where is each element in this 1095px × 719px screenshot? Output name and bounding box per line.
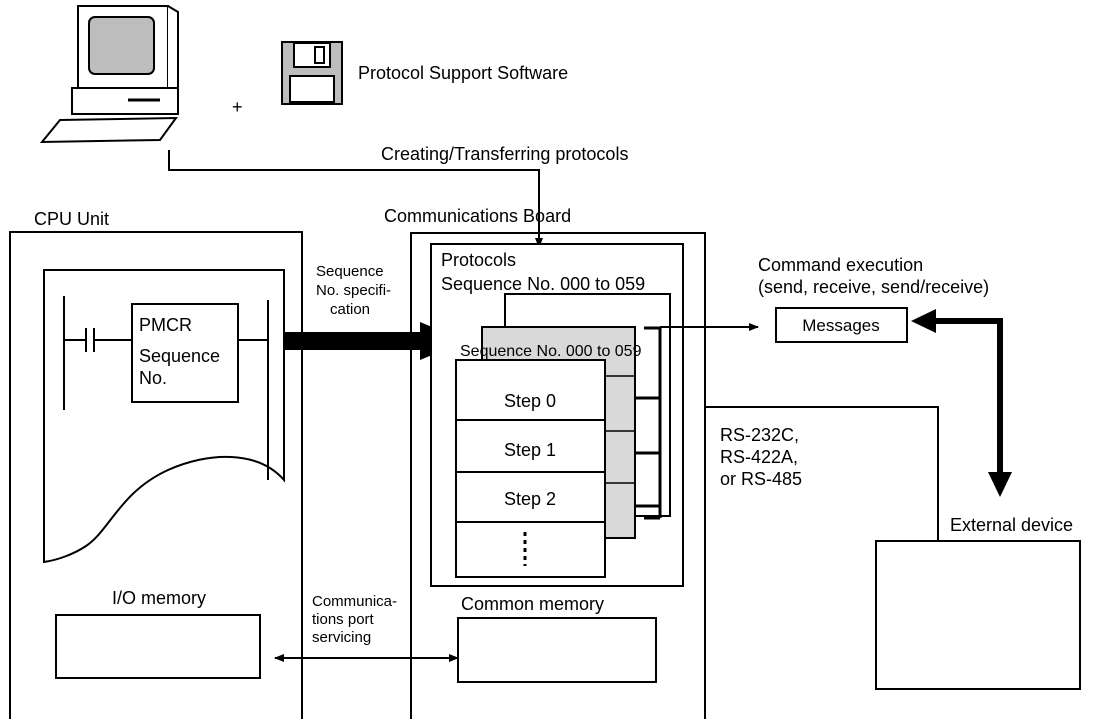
io-memory-label: I/O memory [112, 588, 206, 608]
port-servicing-line1: Communica- [312, 593, 397, 610]
rs-232c-label: RS-232C, [720, 425, 799, 445]
protocols-range-label: Sequence No. 000 to 059 [441, 274, 645, 294]
step-0-label: Step 0 [504, 391, 556, 411]
cpu-unit-title: CPU Unit [34, 209, 109, 229]
rs-422a-label: RS-422A, [720, 447, 798, 467]
common-memory-box [457, 617, 657, 683]
protocols-label: Protocols [441, 250, 516, 270]
cpu-unit-box [9, 231, 303, 719]
external-link-arrowhead-down [988, 472, 1012, 497]
rs-cable-line [705, 406, 939, 587]
external-link-arrowhead-left [911, 309, 936, 333]
port-servicing-line2: tions port [312, 611, 375, 628]
sequence-spec-line3: cation [330, 301, 370, 318]
transfer-line [168, 150, 543, 248]
pmcr-label: PMCR [139, 315, 192, 335]
step-1-label: Step 1 [504, 440, 556, 460]
sequence-spec-line2: No. specifi- [316, 282, 391, 299]
command-execution-detail: (send, receive, send/receive) [758, 277, 989, 297]
pmcr-instruction-box [131, 303, 239, 403]
port-servicing-line3: servicing [312, 629, 371, 646]
computer-icon [39, 5, 179, 144]
comm-board-box [410, 232, 706, 719]
transfer-label: Creating/Transferring protocols [381, 144, 628, 164]
plus-sign: + [232, 97, 243, 117]
common-memory-label: Common memory [461, 594, 604, 614]
messages-box [775, 307, 908, 343]
sequence-spec-arrow [283, 322, 466, 360]
pmcr-no-label: No. [139, 368, 167, 388]
comm-board-title: Communications Board [384, 206, 571, 226]
software-label: Protocol Support Software [358, 63, 568, 83]
sequence-spec-line1: Sequence [316, 263, 384, 280]
step-2-label: Step 2 [504, 489, 556, 509]
pmcr-sequence-label: Sequence [139, 346, 220, 366]
sequence-card-dividers [605, 375, 635, 484]
sequence-card-label: Sequence No. 000 to 059 [460, 343, 642, 360]
io-memory-box [55, 614, 261, 679]
messages-label: Messages [802, 316, 879, 335]
rs-485-label: or RS-485 [720, 469, 802, 489]
contact-symbol [64, 328, 132, 352]
command-execution-label: Command execution [758, 255, 923, 275]
step-card [455, 359, 606, 578]
step-connector-bus [635, 326, 662, 520]
external-device-box [875, 540, 1081, 690]
external-device-label: External device [950, 515, 1073, 535]
external-link-line [934, 318, 1003, 476]
floppy-disk-icon [281, 41, 343, 105]
